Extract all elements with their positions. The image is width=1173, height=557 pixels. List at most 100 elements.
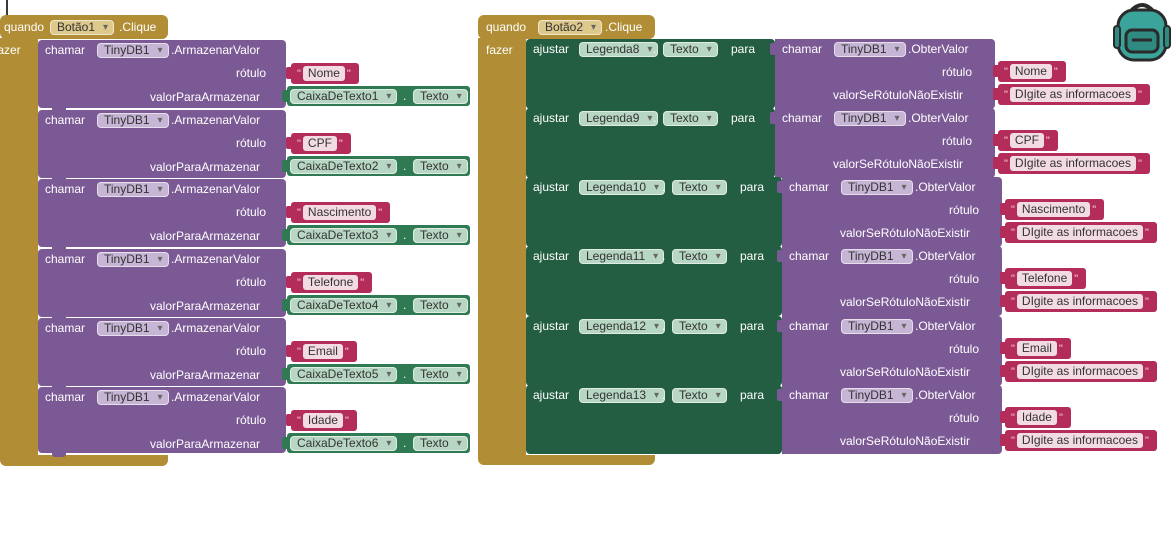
call-tinydb-obtervalor[interactable]: chamarTinyDB1.ObterValorrótulovalorSeRót… [777, 316, 1002, 386]
call-tinydb-armazenarvalor[interactable]: chamarTinyDB1.ArmazenarValorrótulovalorP… [38, 318, 286, 390]
component-dropdown-botao2[interactable]: Botão2 [538, 20, 603, 35]
text-value[interactable]: Email [302, 344, 343, 359]
event-botao1-clique[interactable]: quando Botão1 .Clique [0, 15, 168, 39]
event-botao2-clique[interactable]: quando Botão2 .Clique [478, 15, 655, 39]
property-dropdown-texto[interactable]: Texto [672, 180, 727, 195]
db-dropdown-tinydb1[interactable]: TinyDB1 [97, 252, 169, 267]
db-dropdown-tinydb1[interactable]: TinyDB1 [841, 180, 913, 195]
text-value[interactable]: DIgite as informacoes [1016, 294, 1143, 309]
property-dropdown-texto[interactable]: Texto [413, 298, 468, 313]
tag-text-block[interactable]: "Email" [1000, 338, 1071, 359]
label-dropdown[interactable]: Legenda8 [579, 42, 659, 57]
tag-text-block[interactable]: "Telefone" [286, 272, 373, 293]
call-tinydb-obtervalor[interactable]: chamarTinyDB1.ObterValorrótulovalorSeRót… [770, 39, 995, 109]
default-text-block[interactable]: "DIgite as informacoes" [1000, 291, 1157, 312]
text-value[interactable]: Idade [1016, 410, 1057, 425]
textbox-dropdown[interactable]: CaixaDeTexto6 [290, 436, 398, 451]
label-dropdown[interactable]: Legenda11 [579, 249, 665, 264]
tag-text-block[interactable]: "Nome" [286, 63, 359, 84]
text-value[interactable]: DIgite as informacoes [1016, 225, 1143, 240]
text-value[interactable]: Nome [302, 66, 345, 81]
db-dropdown-tinydb1[interactable]: TinyDB1 [97, 390, 169, 405]
tag-text-block[interactable]: "Idade" [286, 410, 357, 431]
db-dropdown-tinydb1[interactable]: TinyDB1 [97, 113, 169, 128]
default-text-block[interactable]: "DIgite as informacoes" [1000, 430, 1157, 451]
tag-text-block[interactable]: "Telefone" [1000, 268, 1087, 289]
tag-text-block[interactable]: "Nascimento" [1000, 199, 1105, 220]
label-dropdown[interactable]: Legenda9 [579, 111, 659, 126]
textbox-text-getter[interactable]: CaixaDeTexto5.Texto [282, 364, 470, 384]
property-dropdown-texto[interactable]: Texto [663, 42, 718, 57]
textbox-text-getter[interactable]: CaixaDeTexto3.Texto [282, 225, 470, 245]
label-dropdown[interactable]: Legenda13 [579, 388, 666, 403]
text-value[interactable]: Telefone [1016, 271, 1073, 286]
call-tinydb-obtervalor[interactable]: chamarTinyDB1.ObterValorrótulovalorSeRót… [777, 246, 1002, 316]
property-dropdown-texto[interactable]: Texto [413, 436, 468, 451]
textbox-dropdown[interactable]: CaixaDeTexto4 [290, 298, 398, 313]
tag-text-block[interactable]: "Email" [286, 341, 357, 362]
tag-text-block[interactable]: "Idade" [1000, 407, 1071, 428]
db-dropdown-tinydb1[interactable]: TinyDB1 [834, 42, 906, 57]
textbox-dropdown[interactable]: CaixaDeTexto2 [290, 159, 398, 174]
text-value[interactable]: Nome [1009, 64, 1052, 79]
db-dropdown-tinydb1[interactable]: TinyDB1 [841, 249, 913, 264]
db-dropdown-tinydb1[interactable]: TinyDB1 [97, 182, 169, 197]
text-value[interactable]: CPF [302, 136, 337, 151]
textbox-dropdown[interactable]: CaixaDeTexto5 [290, 367, 398, 382]
text-value[interactable]: Idade [302, 413, 343, 428]
property-dropdown-texto[interactable]: Texto [413, 228, 468, 243]
text-value[interactable]: Nascimento [1016, 202, 1091, 217]
text-value[interactable]: CPF [1009, 133, 1044, 148]
text-value[interactable]: DIgite as informacoes [1009, 87, 1136, 102]
call-tinydb-armazenarvalor[interactable]: chamarTinyDB1.ArmazenarValorrótulovalorP… [38, 40, 286, 112]
call-tinydb-obtervalor[interactable]: chamarTinyDB1.ObterValorrótulovalorSeRót… [777, 385, 1002, 454]
property-dropdown-texto[interactable]: Texto [413, 367, 468, 382]
property-dropdown-texto[interactable]: Texto [672, 388, 727, 403]
label-dropdown[interactable]: Legenda10 [579, 180, 666, 195]
tag-text-block[interactable]: "Nascimento" [286, 202, 391, 223]
tag-text-block[interactable]: "CPF" [993, 130, 1058, 151]
db-dropdown-tinydb1[interactable]: TinyDB1 [841, 319, 913, 334]
call-tinydb-armazenarvalor[interactable]: chamarTinyDB1.ArmazenarValorrótulovalorP… [38, 179, 286, 251]
textbox-dropdown[interactable]: CaixaDeTexto1 [290, 89, 398, 104]
text-value[interactable]: DIgite as informacoes [1016, 364, 1143, 379]
default-text-block[interactable]: "DIgite as informacoes" [993, 153, 1150, 174]
default-text-block[interactable]: "DIgite as informacoes" [1000, 222, 1157, 243]
text-value[interactable]: Nascimento [302, 205, 377, 220]
backpack-icon[interactable] [1112, 0, 1172, 62]
textbox-text-getter[interactable]: CaixaDeTexto6.Texto [282, 433, 470, 453]
text-value[interactable]: Telefone [302, 275, 359, 290]
property-dropdown-texto[interactable]: Texto [413, 89, 468, 104]
tag-text-block[interactable]: "Nome" [993, 61, 1066, 82]
default-text-block[interactable]: "DIgite as informacoes" [1000, 361, 1157, 382]
call-tinydb-obtervalor[interactable]: chamarTinyDB1.ObterValorrótulovalorSeRót… [777, 177, 1002, 247]
db-dropdown-tinydb1[interactable]: TinyDB1 [841, 388, 913, 403]
textbox-text-getter[interactable]: CaixaDeTexto1.Texto [282, 86, 470, 106]
call-tinydb-armazenarvalor[interactable]: chamarTinyDB1.ArmazenarValorrótulovalorP… [38, 249, 286, 321]
call-tinydb-armazenarvalor[interactable]: chamarTinyDB1.ArmazenarValorrótulovalorP… [38, 387, 286, 457]
component-dropdown-botao1[interactable]: Botão1 [50, 20, 115, 35]
property-dropdown-texto[interactable]: Texto [413, 159, 468, 174]
text-value[interactable]: Email [1016, 341, 1057, 356]
db-dropdown-tinydb1[interactable]: TinyDB1 [97, 43, 169, 58]
textbox-text-getter[interactable]: CaixaDeTexto4.Texto [282, 295, 470, 315]
property-dropdown-texto[interactable]: Texto [672, 319, 727, 334]
db-dropdown-tinydb1[interactable]: TinyDB1 [834, 111, 906, 126]
text-value[interactable]: DIgite as informacoes [1016, 433, 1143, 448]
label-dropdown[interactable]: Legenda12 [579, 319, 666, 334]
text-value[interactable]: DIgite as informacoes [1009, 156, 1136, 171]
call-tinydb-armazenarvalor[interactable]: chamarTinyDB1.ArmazenarValorrótulovalorP… [38, 110, 286, 182]
db-dropdown-tinydb1[interactable]: TinyDB1 [97, 321, 169, 336]
textbox-dropdown[interactable]: CaixaDeTexto3 [290, 228, 398, 243]
call-tinydb-obtervalor[interactable]: chamarTinyDB1.ObterValorrótulovalorSeRót… [770, 108, 995, 178]
tag-text-block[interactable]: "CPF" [286, 133, 351, 154]
property-dropdown-texto[interactable]: Texto [663, 111, 718, 126]
textbox-text-getter[interactable]: CaixaDeTexto2.Texto [282, 156, 470, 176]
default-text-block[interactable]: "DIgite as informacoes" [993, 84, 1150, 105]
